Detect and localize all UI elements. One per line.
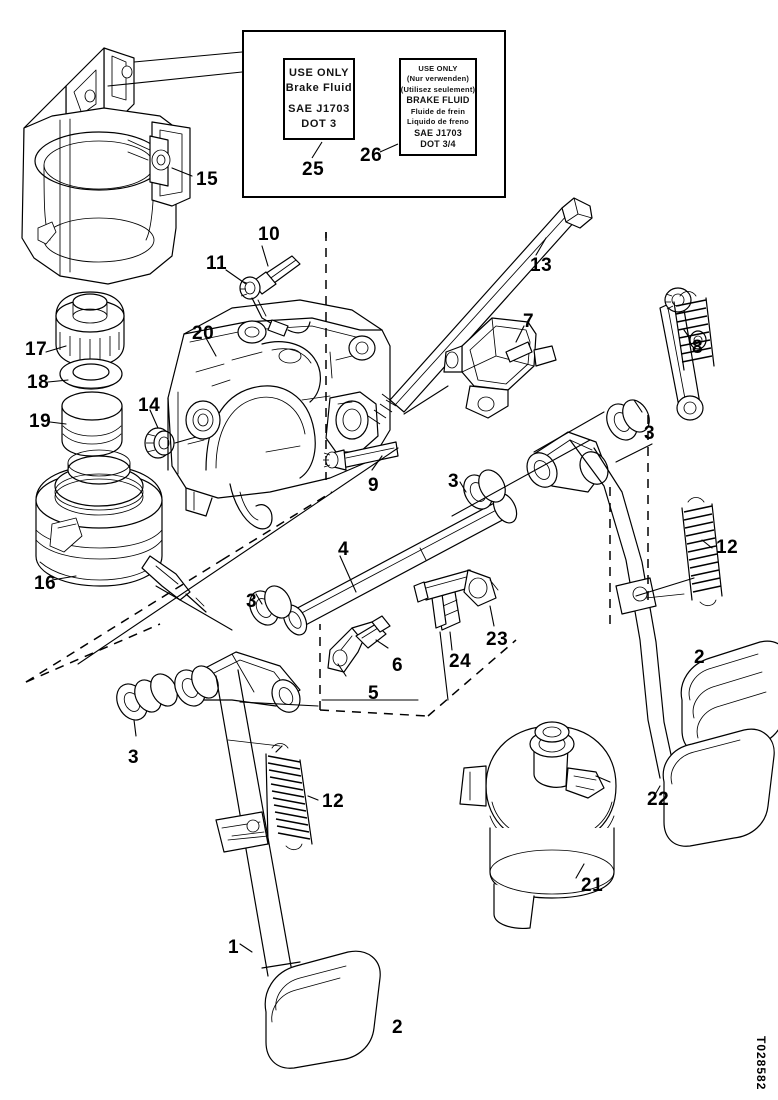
callout-17: 17 [25, 339, 48, 360]
decal-25-line-3: DOT 3 [301, 118, 337, 130]
callout-26: 26 [360, 145, 383, 166]
callout-25: 25 [302, 159, 325, 180]
decal-26-line-1: (Nur verwenden) [406, 74, 470, 83]
part-15-reservoir-bracket [21, 47, 191, 285]
callout-23: 23 [486, 629, 509, 650]
callout-2a: 2 [392, 1017, 404, 1038]
decal-26-line-7: DOT 3/4 [420, 139, 456, 149]
part-21-brake-switch-valve [459, 721, 617, 929]
part-12a-return-spring-left [227, 743, 319, 851]
decal-26-line-4: Fluide de frein [410, 106, 466, 116]
callout-18: 18 [27, 372, 50, 393]
drawing-number: T028582 [754, 1036, 768, 1091]
callout-5: 5 [368, 683, 380, 704]
part-5-6-clevis [327, 615, 391, 677]
callout-13: 13 [530, 255, 553, 276]
part-23-actuator-rod [413, 569, 499, 627]
callout-leaders [45, 167, 217, 581]
decal-26-line-3: BRAKE FLUID [406, 95, 470, 105]
decal-25-line-0: USE ONLY [288, 67, 350, 79]
part-18-cap-gasket [59, 358, 123, 390]
decal-26-line-0: USE ONLY [418, 63, 458, 73]
decal-25-line-2: SAE J1703 [288, 103, 350, 115]
decal-card-26: USE ONLY (Nur verwenden) (Utilisez seule… [399, 58, 477, 156]
part-1-left-pedal-arm [215, 669, 301, 977]
callout-21: 21 [581, 875, 604, 896]
callout-4: 4 [338, 539, 350, 560]
callout-12b: 12 [716, 537, 739, 558]
callout-10: 10 [258, 224, 281, 245]
decal-26-line-5: Liquido de freno [407, 117, 469, 126]
callout-9: 9 [368, 475, 380, 496]
callout-6: 6 [392, 655, 404, 676]
part-20-pedal-mounting-bracket [167, 232, 391, 530]
decal-card-25: USE ONLY Brake Fluid SAE J1703 DOT 3 [283, 58, 355, 140]
part-7-master-cylinder-valve [443, 317, 557, 419]
callout-20: 20 [192, 323, 215, 344]
part-9-retaining-bolt [323, 441, 399, 471]
part-14-grommet [144, 427, 197, 459]
callout-19: 19 [29, 411, 52, 432]
part-24-switch-bracket [431, 585, 461, 651]
decal-26-line-6: SAE J1703 [414, 127, 462, 138]
part-3-bushings [116, 399, 650, 737]
part-17-reservoir-cap [55, 291, 125, 367]
part-13-pivot-shaft-bolt [367, 197, 593, 425]
left-pedal-lever [174, 651, 301, 713]
decal-26-line-2: (Utilisez seulement) [400, 84, 476, 94]
callout-12a: 12 [322, 791, 345, 812]
assembly-reference-lines [25, 232, 695, 717]
callout-2b: 2 [694, 647, 706, 668]
inset-frame-leaders [107, 51, 243, 87]
callout-3b: 3 [246, 591, 258, 612]
right-pedal-lower-pad [662, 728, 775, 847]
callout-14: 14 [138, 395, 161, 416]
part-19-reservoir-strainer [61, 391, 123, 457]
part-2a-left-pedal-pad [264, 950, 381, 1069]
callout-1: 1 [228, 937, 240, 958]
callout-11: 11 [206, 253, 228, 274]
callout-3c: 3 [448, 471, 460, 492]
callout-3a: 3 [128, 747, 140, 768]
callout-8: 8 [692, 337, 704, 358]
callout-22: 22 [647, 789, 670, 810]
part-10-11-adjuster [225, 245, 311, 337]
part-16-brake-fluid-reservoir [35, 449, 207, 613]
part-12b-return-spring-right [645, 291, 723, 607]
callout-16: 16 [34, 573, 57, 594]
callout-24: 24 [449, 651, 472, 672]
decal-25-line-1: Brake Fluid [285, 82, 353, 94]
part-4-cross-shaft [282, 492, 518, 636]
callout-15: 15 [196, 169, 219, 190]
callout-7: 7 [523, 311, 535, 332]
callout-3d: 3 [644, 423, 656, 444]
